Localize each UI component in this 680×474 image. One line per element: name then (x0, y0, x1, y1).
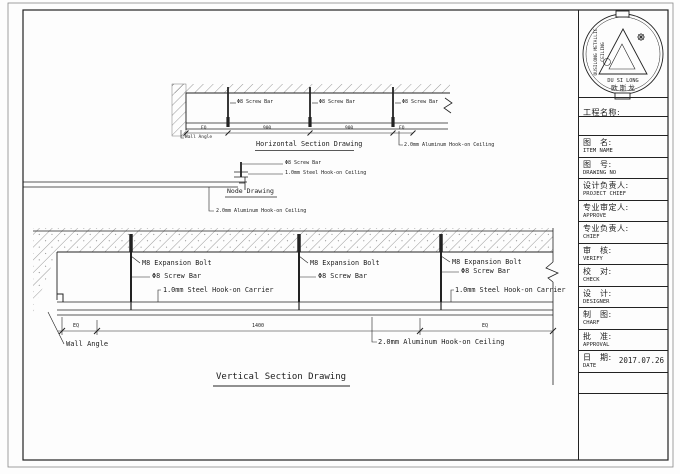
nd-leaders (208, 163, 283, 212)
row-label-cn: 设 计: (583, 288, 612, 298)
titleblock-row-verify: 审 核: VERIFY (579, 244, 668, 266)
row-label-cn: 专业负责人: (583, 224, 629, 234)
row-label-en: APPROVE (583, 212, 607, 219)
hs-dim-900-b: 900 (345, 126, 354, 131)
logo-top-tab (615, 10, 630, 18)
vs-title: Vertical Section Drawing (216, 372, 347, 382)
logo-bottom-tab (614, 92, 631, 100)
nd-aluminum-ceiling-label: 2.0mm Aluminum Hook-on Ceiling (216, 208, 307, 214)
vs-dim-eq-left: EQ (73, 323, 80, 329)
hs-screw-bar-label-1: Φ8 Screw Bar (237, 99, 274, 105)
nd-screw-bar-label: Φ8 Screw Bar (285, 160, 322, 166)
row-label-cn: 日 期: (583, 353, 612, 363)
hs-leaders (180, 102, 403, 146)
node-detail-linework (23, 162, 283, 212)
title-block-rows: 图 名: ITEM NAME 图 号: DRAWING NO 设计负责人: PR… (579, 136, 668, 374)
titleblock-row-approval: 批 准: APPROVAL (579, 330, 668, 352)
hs-break-symbol (443, 97, 453, 114)
date-value: 2017.07.26 (618, 356, 664, 366)
project-name-label: 工程名称: (583, 108, 621, 117)
titleblock-row-project-chief: 设计负责人: PROJECT CHIEF (579, 179, 668, 201)
row-label-cn: 审 核: (583, 245, 612, 255)
nd-title: Node Drawing (227, 187, 274, 195)
row-label-en: DATE (583, 363, 597, 370)
vs-leaders (47, 255, 459, 345)
hs-dim-eq-left: EQ (201, 126, 207, 131)
logo-brand-en: DU SI LONG (607, 78, 638, 84)
vs-carrier-label-1: 1.0mm Steel Hook-on Carrier (163, 286, 274, 294)
logo-ring-text-2: CEILING (600, 42, 606, 62)
logo-brand-cn: 欧 斯 龙 (611, 83, 635, 92)
title-block-project-name-value (579, 117, 668, 136)
titleblock-row-item-name: 图 名: ITEM NAME (579, 136, 668, 158)
vs-carrier-label-3: 1.0mm Steel Hook-on Carrier (455, 286, 566, 294)
vs-expansion-bolt-label-1: M8 Expansion Bolt (142, 259, 212, 267)
vertical-section-linework (33, 228, 559, 387)
hs-aluminum-ceiling-label: 2.0mm Aluminum Hook-on Ceiling (404, 142, 495, 148)
titleblock-row-charf: 制 图: CHARF (579, 308, 668, 330)
gear-icon (637, 33, 645, 41)
titleblock-row-date: 日 期: DATE 2017.07.26 (579, 351, 668, 374)
row-label-cn: 制 图: (583, 310, 612, 320)
company-seal-icon: OUSILONG METALLIC CEILING DU SI LONG 欧 斯… (582, 10, 664, 100)
row-label-en: APPROVAL (583, 341, 610, 348)
vs-slab-hatch (33, 228, 553, 252)
titleblock-row-chief: 专业负责人: CHIEF (579, 222, 668, 244)
title-block-project-name-cell: 工程名称: (579, 98, 668, 117)
vs-dim-eq-right: EQ (482, 323, 489, 329)
hs-dim-eq-right: EQ (399, 126, 405, 131)
sheet-frame (7, 2, 674, 468)
vs-wall-angle-label: Wall Angle (66, 340, 109, 348)
row-label-en: VERIFY (583, 255, 603, 262)
vs-screw-bar-label-1: Φ8 Screw Bar (152, 272, 202, 280)
vs-dim-1400: 1400 (252, 323, 265, 329)
vs-expansion-bolt-label-3: M8 Expansion Bolt (452, 258, 522, 266)
titleblock-row-designer: 设 计: DESIGNER (579, 287, 668, 309)
row-label-en: CHIEF (583, 234, 600, 241)
vs-wall-angle-profile (57, 293, 64, 302)
title-block: 工程名称: 图 名: ITEM NAME 图 号: DRAWING NO 设计负… (578, 10, 668, 460)
hs-screw-bar-label-3: Φ8 Screw Bar (402, 99, 439, 105)
row-label-en: DRAWING NO (583, 169, 617, 176)
title-block-empty-row (579, 373, 668, 394)
title-block-notes-area (579, 394, 668, 460)
row-label-cn: 图 号: (583, 159, 612, 169)
vs-expansion-bolt-label-2: M8 Expansion Bolt (310, 259, 380, 267)
hs-title: Horizontal Section Drawing (256, 140, 363, 148)
titleblock-row-approve: 专业审定人: APPROVE (579, 201, 668, 223)
row-label-cn: 图 名: (583, 138, 612, 147)
set-square-icon (598, 28, 648, 75)
row-label-en: CHARF (583, 320, 600, 327)
hs-screw-bar-label-2: Φ8 Screw Bar (319, 99, 356, 105)
vs-wall-hatch (33, 252, 57, 312)
vs-aluminum-ceiling-label: 2.0mm Aluminum Hook-on Ceiling (378, 338, 505, 346)
vs-dimension-line (58, 317, 557, 335)
row-label-en: DESIGNER (583, 298, 610, 305)
nd-hook-profile (234, 171, 248, 190)
row-label-cn: 专业审定人: (583, 202, 629, 212)
vs-break-symbol (545, 228, 559, 385)
nd-steel-ceiling-label: 1.0mm Steel Hook-on Ceiling (285, 170, 367, 176)
title-block-logo-cell (579, 10, 668, 98)
vs-screw-bar-label-3: Φ8 Screw Bar (461, 267, 511, 275)
vs-screw-bar-label-2: Φ8 Screw Bar (318, 272, 368, 280)
logo-small-circle (603, 58, 611, 66)
hs-wall-angle-label: Wall Angle (185, 135, 213, 140)
titleblock-row-check: 校 对: CHECK (579, 265, 668, 287)
row-label-cn: 批 准: (583, 331, 612, 341)
logo-ring-text-1: OUSILONG METALLIC (593, 28, 599, 75)
hs-wall-hatch (171, 83, 187, 137)
hs-slab-hatch (172, 84, 450, 93)
row-label-en: CHECK (583, 277, 600, 284)
hs-dim-900-a: 900 (263, 126, 272, 131)
titleblock-row-drawing-no: 图 号: DRAWING NO (579, 158, 668, 180)
row-label-en: PROJECT CHIEF (583, 191, 627, 198)
row-label-en: ITEM NAME (583, 148, 613, 154)
horizontal-section-linework (171, 83, 453, 151)
row-label-cn: 设计负责人: (583, 181, 629, 191)
hs-dimension-line (183, 130, 416, 136)
row-label-cn: 校 对: (583, 267, 612, 277)
